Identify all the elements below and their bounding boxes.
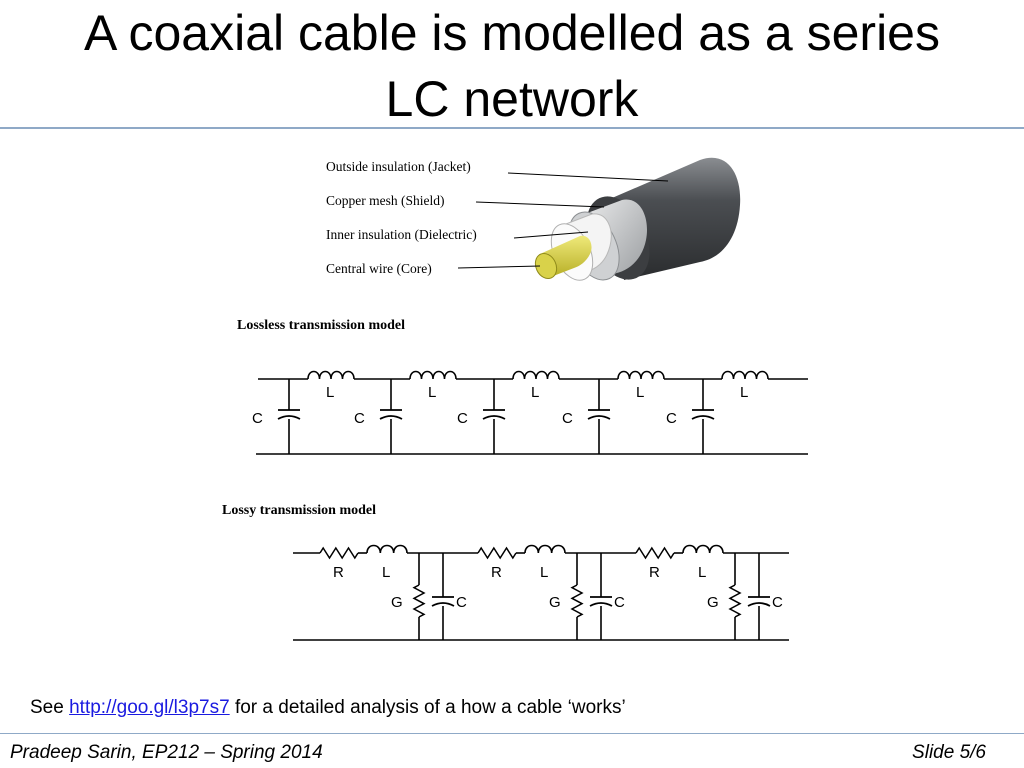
capacitor-plate-bottom	[431, 602, 455, 607]
reference-prefix: See	[30, 697, 70, 718]
capacitor-label: C	[252, 410, 263, 427]
inductor-label: L	[636, 384, 644, 401]
label-core: Central wire (Core)	[326, 261, 432, 276]
conductance-label: G	[549, 594, 561, 611]
lossless-circuit: C L C L C L C L C L	[252, 370, 808, 454]
resistor-symbol	[319, 546, 359, 560]
reference-suffix: for a detailed analysis of a how a cable…	[229, 697, 626, 718]
resistor-symbol	[635, 546, 675, 560]
footer-author: Pradeep Sarin, EP212 – Spring 2014	[10, 742, 323, 763]
inductor-symbol	[524, 544, 566, 554]
lossless-heading: Lossless transmission model	[237, 318, 405, 333]
leader-jacket	[507, 172, 669, 182]
inductor-label: L	[540, 564, 548, 581]
title-divider	[0, 127, 1024, 129]
capacitor-plate-bottom	[747, 602, 771, 607]
label-jacket: Outside insulation (Jacket)	[326, 159, 471, 174]
conductance-label: G	[707, 594, 719, 611]
conductance-resistor-symbol	[412, 584, 426, 618]
inductor-label: L	[326, 384, 334, 401]
inductor-symbol	[409, 370, 457, 380]
capacitor-label: C	[457, 410, 468, 427]
resistor-label: R	[491, 564, 502, 581]
inductor-symbol	[617, 370, 665, 380]
capacitor-plate-bottom	[277, 415, 301, 420]
inductor-label: L	[382, 564, 390, 581]
slide-title-line-1: A coaxial cable is modelled as a series	[83, 5, 940, 61]
capacitor-label: C	[666, 410, 677, 427]
inductor-label: L	[698, 564, 706, 581]
slide-title: A coaxial cable is modelled as a series …	[0, 0, 1024, 132]
resistor-label: R	[333, 564, 344, 581]
inductor-label: L	[531, 384, 539, 401]
capacitor-label: C	[614, 594, 625, 611]
capacitor-plate-bottom	[482, 415, 506, 420]
footer-divider	[0, 733, 1024, 734]
capacitor-label: C	[772, 594, 783, 611]
footer-slide-number: Slide 5/6	[912, 742, 986, 763]
capacitor-label: C	[562, 410, 573, 427]
leader-dielectric	[513, 231, 589, 239]
capacitor-plate-bottom	[587, 415, 611, 420]
conductance-resistor-symbol	[570, 584, 584, 618]
inductor-symbol	[307, 370, 355, 380]
reference-note: See http://goo.gl/l3p7s7 for a detailed …	[30, 697, 626, 719]
slide-title-line-2: LC network	[385, 71, 639, 127]
leader-core	[457, 265, 541, 269]
inductor-label: L	[740, 384, 748, 401]
lossless-model: Lossless transmission model C L C L C L C L C L	[237, 318, 808, 455]
inductor-symbol	[366, 544, 408, 554]
conductance-resistor-symbol	[728, 584, 742, 618]
capacitor-label: C	[354, 410, 365, 427]
inductor-symbol	[721, 370, 769, 380]
resistor-symbol	[477, 546, 517, 560]
capacitor-plate-bottom	[589, 602, 613, 607]
reference-link[interactable]: http://goo.gl/l3p7s7	[69, 697, 230, 718]
label-dielectric: Inner insulation (Dielectric)	[326, 227, 477, 242]
inductor-label: L	[428, 384, 436, 401]
capacitor-plate-bottom	[379, 415, 403, 420]
capacitor-plate-bottom	[691, 415, 715, 420]
inductor-symbol	[682, 544, 724, 554]
figure-canvas: Outside insulation (Jacket) Copper mesh …	[222, 157, 808, 641]
conductance-label: G	[391, 594, 403, 611]
resistor-label: R	[649, 564, 660, 581]
leader-shield	[475, 201, 605, 208]
capacitor-label: C	[456, 594, 467, 611]
lossy-heading: Lossy transmission model	[222, 503, 376, 518]
cable-core-end	[534, 252, 558, 280]
label-shield: Copper mesh (Shield)	[326, 193, 444, 208]
coax-cable-illustration: Outside insulation (Jacket) Copper mesh …	[326, 157, 741, 281]
inductor-symbol	[512, 370, 560, 380]
